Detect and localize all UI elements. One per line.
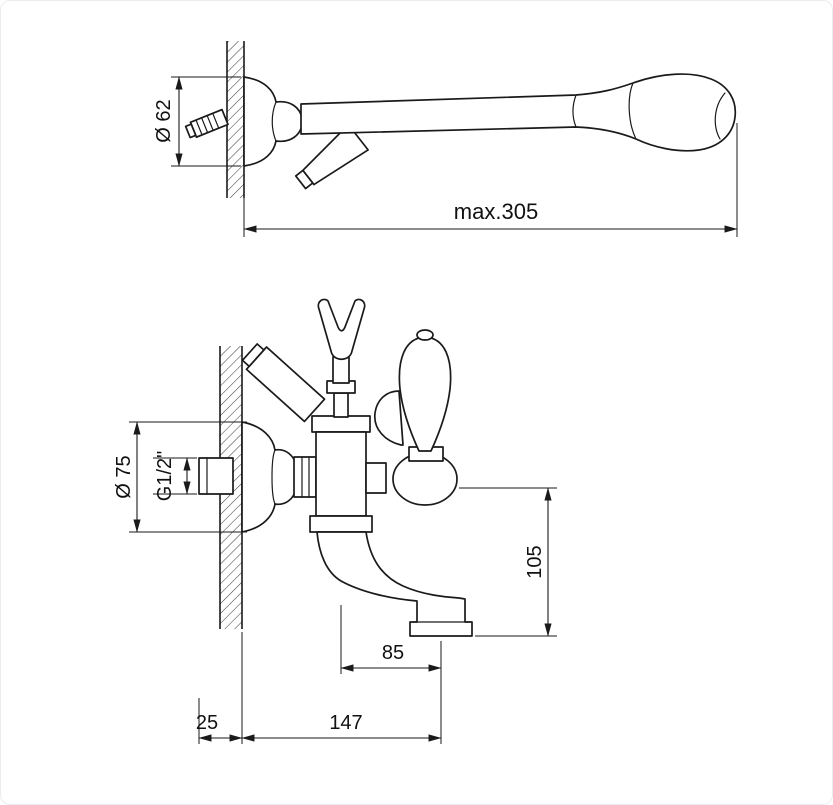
lever-handle (365, 329, 458, 506)
handshower-body (300, 73, 737, 152)
dim-thread: G1/2" (153, 451, 197, 501)
shower-cradle (317, 298, 366, 418)
dim-max-length: max.305 (243, 123, 738, 237)
mixer-body (309, 415, 373, 533)
dim-thread-label: G1/2" (154, 451, 176, 501)
wall-holder-cup (243, 76, 303, 167)
dim-wall-offset-label: 25 (196, 712, 218, 734)
supply-nut (198, 457, 234, 495)
wall-section-top (226, 41, 245, 198)
dim-spout-reach: 85 (340, 605, 442, 674)
hose-nipple (184, 108, 229, 139)
dim-total-depth: 147 (241, 632, 442, 744)
dim-flange-diameter-label: Ø 75 (113, 455, 135, 498)
handle-rear-bulge (374, 390, 404, 446)
diverter-knob (241, 343, 326, 423)
connector-hex (293, 456, 317, 498)
dim-max-length-label: max.305 (454, 199, 538, 224)
handshower-figure: Ø 62 max.305 (153, 41, 738, 237)
dim-spout-height: 105 (459, 487, 557, 637)
wall-holder-cup-inner (271, 101, 277, 142)
escutcheon-inner (271, 449, 276, 505)
dim-wall-offset: 25 (196, 698, 243, 744)
dim-spout-height-label: 105 (524, 545, 546, 578)
handshower-joint (572, 94, 577, 128)
dim-spout-reach-label: 85 (382, 642, 404, 664)
dim-holder-diameter-label: Ø 62 (153, 99, 175, 142)
dim-flange-diameter: Ø 75 (113, 421, 247, 533)
mixer-figure: Ø 75 G1/2" 105 85 147 (113, 298, 557, 744)
escutcheon (241, 421, 297, 533)
dim-holder-diameter: Ø 62 (153, 76, 241, 167)
handshower-neck (628, 82, 637, 140)
handshower-face (714, 92, 726, 140)
spout (316, 531, 473, 637)
dim-total-depth-label: 147 (329, 712, 362, 734)
hose-cone (294, 123, 369, 190)
